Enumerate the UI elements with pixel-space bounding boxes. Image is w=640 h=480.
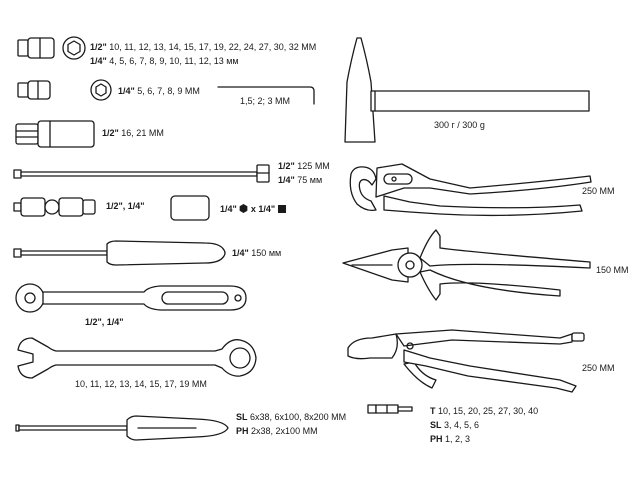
ratchet-label: 1/2", 1/4" <box>85 317 124 328</box>
screwdriver-sl-key: SL <box>236 412 248 422</box>
locking-pliers-icon <box>347 329 585 393</box>
screwdriver-ph-key: PH <box>236 426 249 436</box>
bits-t-label: T 10, 15, 20, 25, 27, 30, 40 <box>430 406 538 417</box>
universal-joint-label: 1/2", 1/4" <box>106 201 145 212</box>
combination-pliers-icon <box>342 229 591 301</box>
screwdriver-ph-label: PH 2x38, 2x100 MM <box>236 426 318 437</box>
socket-icon <box>17 37 55 59</box>
ratchet-icon <box>15 283 247 313</box>
bits-t-key: T <box>430 406 436 416</box>
locking-pliers-label: 250 MM <box>582 363 615 374</box>
deep-sockets-key: 1/2" <box>102 128 119 138</box>
extension-bar-icon <box>13 164 270 183</box>
hammer-icon <box>344 37 590 143</box>
wrenches-label: 10, 11, 12, 13, 14, 15, 17, 19 MM <box>75 379 207 390</box>
sockets-half-key: 1/2" <box>90 42 107 52</box>
bits-t-sizes: 10, 15, 20, 25, 27, 30, 40 <box>438 406 539 416</box>
hex-keys-label: 1,5; 2; 3 MM <box>240 96 290 107</box>
screwdriver-icon <box>15 415 229 441</box>
spinner-handle-length: 150 мм <box>251 248 282 258</box>
groove-pliers-label: 250 MM <box>582 186 615 197</box>
bits-sl-key: SL <box>430 420 442 430</box>
sockets-small-label: 1/4" 5, 6, 7, 8, 9 MM <box>118 86 200 97</box>
square-shape-icon <box>277 205 286 213</box>
adapter-from: 1/4" <box>220 204 237 214</box>
extension-half-length: 125 MM <box>297 161 330 171</box>
extension-quarter-label: 1/4" 75 мм <box>278 175 322 186</box>
extension-quarter-length: 75 мм <box>297 175 323 185</box>
sockets-quarter-sizes: 4, 5, 6, 7, 8, 9, 10, 11, 12, 13 мм <box>109 56 239 66</box>
hammer-label: 300 г / 300 g <box>434 120 485 131</box>
adapter-icon <box>170 195 210 221</box>
combination-wrench-icon <box>17 337 257 379</box>
deep-sockets-label: 1/2" 16, 21 MM <box>102 128 164 139</box>
groove-pliers-icon <box>349 163 592 217</box>
sockets-large-label: 1/2" 10, 11, 12, 13, 14, 15, 17, 19, 22,… <box>90 42 316 53</box>
ratchet-text: 1/2", 1/4" <box>85 317 124 327</box>
combination-pliers-label: 150 MM <box>596 265 629 276</box>
bits-sl-label: SL 3, 4, 5, 6 <box>430 420 479 431</box>
combination-pliers-length: 150 MM <box>596 265 629 275</box>
screwdriver-ph-sizes: 2x38, 2x100 MM <box>251 426 318 436</box>
extension-quarter-key: 1/4" <box>278 175 295 185</box>
groove-pliers-length: 250 MM <box>582 186 615 196</box>
screwdriver-sl-label: SL 6x38, 6x100, 8x200 MM <box>236 412 346 423</box>
universal-joint-text: 1/2", 1/4" <box>106 201 145 211</box>
hex-keys-sizes: 1,5; 2; 3 MM <box>240 96 291 106</box>
spinner-handle-label: 1/4" 150 мм <box>232 248 281 259</box>
socket-small-icon <box>17 80 51 100</box>
spinner-handle-icon <box>13 240 226 266</box>
sockets-small-sizes: 5, 6, 7, 8, 9 MM <box>137 86 200 96</box>
extension-half-key: 1/2" <box>278 161 295 171</box>
extension-half-label: 1/2" 125 MM <box>278 161 330 172</box>
bits-sl-sizes: 3, 4, 5, 6 <box>444 420 480 430</box>
hex-shape-icon <box>239 204 248 213</box>
adapter-mid: x 1/4" <box>250 204 276 214</box>
deep-sockets-sizes: 16, 21 MM <box>121 128 164 138</box>
bits-ph-sizes: 1, 2, 3 <box>445 434 471 444</box>
bits-ph-key: PH <box>430 434 443 444</box>
spinner-handle-key: 1/4" <box>232 248 249 258</box>
screwdriver-sl-sizes: 6x38, 6x100, 8x200 MM <box>250 412 347 422</box>
bits-ph-label: PH 1, 2, 3 <box>430 434 470 445</box>
socket-small-end-icon <box>90 79 112 101</box>
socket-end-icon <box>62 36 86 60</box>
sockets-small-key: 1/4" <box>118 86 135 96</box>
adapter-label: 1/4" x 1/4" <box>220 204 286 215</box>
locking-pliers-length: 250 MM <box>582 363 615 373</box>
sockets-quarter-key: 1/4" <box>90 56 107 66</box>
universal-joint-icon <box>13 197 96 217</box>
sockets-quarter-label: 1/4" 4, 5, 6, 7, 8, 9, 10, 11, 12, 13 мм <box>90 56 239 67</box>
wrenches-sizes: 10, 11, 12, 13, 14, 15, 17, 19 MM <box>75 379 207 389</box>
hammer-weight: 300 г / 300 g <box>434 120 485 130</box>
bit-icon <box>367 404 413 414</box>
hex-key-icon <box>217 86 315 105</box>
deep-socket-icon <box>15 120 95 148</box>
sockets-half-sizes: 10, 11, 12, 13, 14, 15, 17, 19, 22, 24, … <box>109 42 317 52</box>
